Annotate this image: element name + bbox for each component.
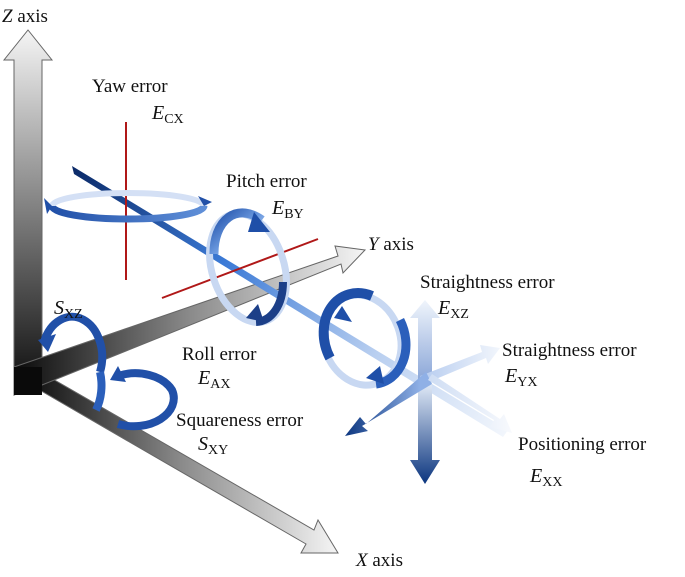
squareness-xy-error-label: Squareness error bbox=[176, 410, 304, 431]
straightness-z-arrow-up bbox=[410, 300, 440, 380]
yaw-error-label: Yaw error bbox=[92, 76, 168, 97]
roll-error-label: Roll error bbox=[182, 344, 257, 365]
y-axis-label: Y axis bbox=[368, 234, 414, 255]
z-axis-arrow bbox=[2, 29, 54, 396]
z-axis-label: Z axis bbox=[2, 6, 48, 27]
straightness-z-error-label: Straightness error bbox=[420, 272, 555, 293]
yaw-error-symbol: ECX bbox=[151, 102, 184, 127]
squareness-xz-rotation-icon bbox=[38, 312, 107, 412]
axis-origin bbox=[14, 367, 42, 395]
x-axis-label: X axis bbox=[355, 550, 403, 571]
straightness-y-arrow-left bbox=[345, 372, 432, 436]
yaw-rotation-icon bbox=[44, 190, 212, 223]
straightness-y-error-symbol: EYX bbox=[504, 365, 537, 390]
pitch-rotation-icon bbox=[206, 208, 290, 326]
squareness-xy-error-symbol: SXY bbox=[198, 433, 228, 458]
straightness-z-error-symbol: EXZ bbox=[437, 297, 469, 322]
straightness-y-arrow-right bbox=[420, 345, 500, 384]
pitch-axis-line bbox=[161, 238, 319, 299]
positioning-error-label: Positioning error bbox=[518, 434, 647, 455]
roll-error-symbol: EAX bbox=[197, 367, 230, 392]
straightness-z-arrow-down bbox=[410, 380, 440, 484]
squareness-xz-error-symbol: SXZ bbox=[54, 297, 83, 322]
straightness-y-error-label: Straightness error bbox=[502, 340, 637, 361]
positioning-error-symbol: EXX bbox=[529, 465, 562, 490]
pitch-error-symbol: EBY bbox=[271, 197, 304, 222]
x-axis-arrow bbox=[23, 366, 339, 554]
pitch-error-label: Pitch error bbox=[226, 171, 307, 192]
roll-rotation-icon bbox=[318, 288, 411, 389]
squareness-xy-rotation-icon bbox=[110, 366, 178, 431]
positioning-arrow bbox=[428, 374, 512, 433]
